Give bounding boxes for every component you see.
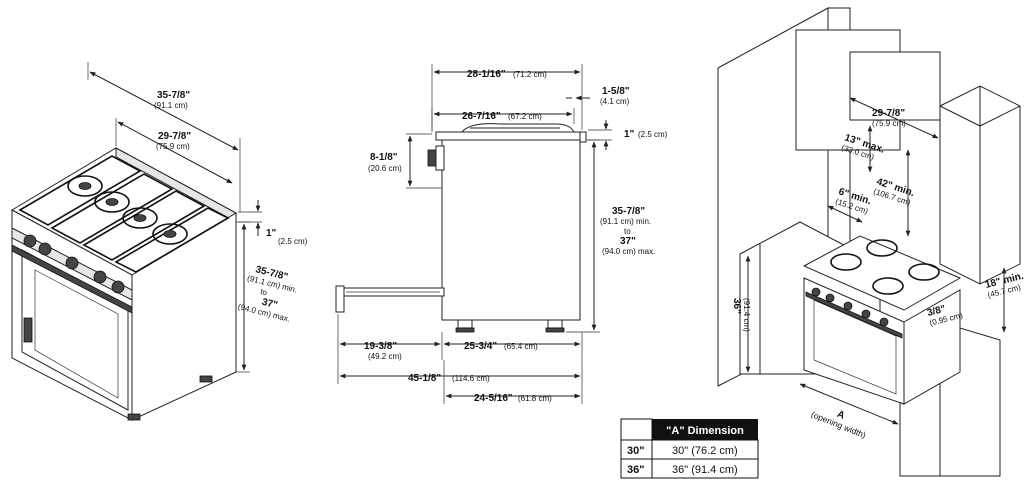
cabinet-installation-drawing	[717, 7, 1021, 477]
dim-cabinet-width: 29-7/8" (75.9 cm)	[849, 97, 939, 139]
overall-depth-metric: (91.1 cm)	[154, 101, 188, 110]
cabinet-width-metric: (75.9 cm)	[872, 119, 906, 128]
dim-total-depth: 45-1/8" (114.6 cm)	[339, 373, 581, 384]
dim-knob-height: 8-1/8" (20.6 cm)	[368, 133, 442, 189]
depth-overall-top-label: 28-1/16"	[467, 69, 506, 80]
dim-width: 29-7/8" (75.9 cm)	[115, 118, 233, 184]
base-depth-metric: (61.8 cm)	[518, 394, 552, 403]
top-offset-label: 1"	[266, 228, 277, 239]
side-top-offset-metric: (2.5 cm)	[638, 130, 668, 139]
side-height-to: to	[624, 227, 631, 236]
dim-counter-height: 36" (91.4 cm)	[731, 255, 751, 373]
dimension-table: "A" Dimension 30" 30" (76.2 cm) 36" 36" …	[620, 418, 759, 479]
side-height-metric-max: (94.0 cm) max.	[602, 247, 655, 256]
side-height-metric-min: (91.1 cm) min.	[600, 217, 651, 226]
counter-height-metric: (91.4 cm)	[742, 298, 751, 332]
installation-view: 29-7/8" (75.9 cm) 13" max. (33.0 cm) 42"…	[717, 7, 1024, 477]
top-offset-metric: (2.5 cm)	[278, 237, 308, 246]
side-top-offset-label: 1"	[624, 129, 635, 140]
counter-height-label: 36"	[731, 298, 742, 314]
side-view: 28-1/16" (71.2 cm) 26-7/16" (67.2 cm) 1-…	[335, 64, 668, 404]
total-depth-label: 45-1/8"	[408, 373, 441, 384]
door-open-label: 19-3/8"	[364, 341, 397, 352]
dim-body-depth: 25-3/4" (65.4 cm)	[443, 332, 583, 404]
cabinet-width-label: 29-7/8"	[872, 108, 905, 119]
knob-height-metric: (20.6 cm)	[368, 164, 402, 173]
dim-depth-body-top: 26-7/16" (67.2 cm)	[431, 108, 575, 130]
range-grates	[830, 239, 940, 295]
side-height-max: 37"	[620, 236, 636, 247]
dim-base-depth: 24-5/16" (61.8 cm)	[443, 360, 581, 404]
table-value-30: 30" (76.2 cm)	[672, 445, 738, 457]
perspective-view: 35-7/8" (91.1 cm) 29-7/8" (75.9 cm) 1" (…	[10, 62, 308, 421]
dim-counter-to-hood: 42" min. (106.7 cm)	[872, 149, 916, 237]
range-side-drawing	[335, 123, 587, 333]
dim-top-offset: 1" (2.5 cm)	[238, 200, 308, 246]
side-height-label: 35-7/8"	[612, 206, 645, 217]
table-size-30: 30"	[627, 445, 644, 457]
width-label: 29-7/8"	[158, 131, 191, 142]
depth-body-top-label: 26-7/16"	[462, 111, 501, 122]
dim-door-open: 19-3/8" (49.2 cm)	[337, 314, 443, 384]
burner-grates	[18, 155, 230, 273]
dim-side-top-offset: 1" (2.5 cm)	[588, 120, 668, 150]
side-gap-label: 3/8"	[926, 304, 947, 319]
table-value-36: 36" (91.4 cm)	[672, 464, 738, 476]
depth-overall-top-metric: (71.2 cm)	[513, 70, 547, 79]
base-depth-label: 24-5/16"	[474, 393, 513, 404]
body-depth-metric: (65.4 cm)	[504, 342, 538, 351]
range-perspective-drawing	[10, 147, 238, 421]
body-depth-label: 25-3/4"	[464, 341, 497, 352]
total-depth-metric: (114.6 cm)	[452, 374, 490, 383]
dim-depth-overall-top: 28-1/16" (71.2 cm)	[431, 64, 583, 132]
back-offset-metric: (4.1 cm)	[600, 97, 630, 106]
height-to: to	[259, 287, 268, 297]
opening-letter: A	[835, 409, 846, 422]
table-header-cell	[652, 419, 758, 440]
table-size-36: 36"	[627, 464, 644, 476]
overall-depth-label: 35-7/8"	[157, 90, 190, 101]
depth-body-top-metric: (67.2 cm)	[508, 112, 542, 121]
dim-back-offset: 1-5/8" (4.1 cm)	[566, 86, 630, 106]
knob-height-label: 8-1/8"	[370, 152, 398, 163]
width-metric: (75.9 cm)	[156, 142, 190, 151]
door-open-metric: (49.2 cm)	[368, 352, 402, 361]
dim-side-height: 35-7/8" (91.1 cm) min. to 37" (94.0 cm) …	[566, 139, 655, 333]
table-header: "A" Dimension	[666, 425, 744, 437]
height-max: 37"	[261, 297, 279, 312]
back-offset-label: 1-5/8"	[602, 86, 630, 97]
